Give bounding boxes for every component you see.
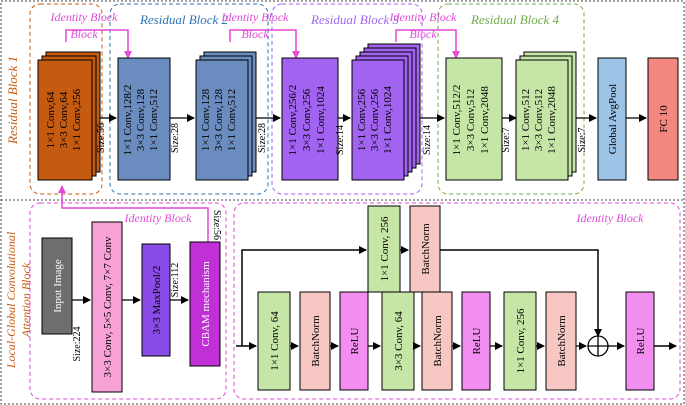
relu-out-box <box>625 291 655 391</box>
conv3-label: 1×1 Conv, 256 <box>515 308 527 374</box>
identity-arrow-lgca <box>58 185 209 242</box>
arrow-shortcut-add <box>440 249 602 337</box>
rb4b-stack: 1×1 Conv,512 3×3 Conv,512 1×1 Conv,2048 <box>515 51 577 181</box>
rb2b-layer-2: 3×3 Conv,128 <box>213 88 225 151</box>
relu-out-label: ReLU <box>635 328 647 355</box>
size-7b: Size:7 <box>577 128 588 153</box>
rb3b-layer-1: 1×1 Conv,256 <box>356 88 368 151</box>
identity-detail-group <box>233 202 681 400</box>
rb1-layer-3: 1×1 Conv,256 <box>71 88 83 151</box>
bn3-label: BatchNorm <box>556 315 568 367</box>
size-56: Size:56 <box>96 123 107 153</box>
size-14b: Size:14 <box>422 125 433 155</box>
input-image-label: Input Image <box>52 259 64 313</box>
conv1-label: 1×1 Conv, 64 <box>269 311 281 371</box>
size-56b: Size:56 <box>211 210 222 240</box>
rb4a-layer-2: 3×3 Conv,512 <box>465 89 477 151</box>
rb2-title: Residual Block 2 <box>139 12 229 27</box>
relu1-box <box>339 291 369 391</box>
identity-arrow-1 <box>65 29 132 59</box>
identity-label-2: Identity Block <box>221 10 290 24</box>
rb3a-layer-1: 1×1 Conv,256/2 <box>287 85 299 156</box>
conv1-box <box>257 291 291 391</box>
cbam-label: CBAM mechanism <box>200 261 212 347</box>
rb3b-layer-3: 1×1 Conv,1024 <box>382 86 394 154</box>
rb1-stack: 1×1 Conv,64 3×3 Conv,64 1×1 Conv,256 <box>37 51 101 181</box>
rb4b-layer-2: 3×3 Conv,512 <box>533 89 545 151</box>
rb3b-layer-2: 3×3 Conv,256 <box>369 88 381 151</box>
global-avgpool-label: Global AvgPool <box>607 84 619 154</box>
rb3a-layer-3: 1×1 Conv,1024 <box>315 86 327 154</box>
rb4b-layer-1: 1×1 Conv,512 <box>520 89 532 151</box>
identity-label-1: Identity Block <box>50 10 119 24</box>
add-node <box>587 335 609 357</box>
arrow-shortcut <box>241 246 367 346</box>
identity-arrow-3 <box>395 29 460 59</box>
identity-label-1b: Block <box>70 27 98 41</box>
identity-label-3b: Block <box>409 27 437 41</box>
rb3b-stack: 1×1 Conv,256 3×3 Conv,256 1×1 Conv,1024 <box>351 43 421 181</box>
rb4-title: Residual Block 4 <box>470 12 560 27</box>
shortcut-conv-label: 1×1 Conv, 256 <box>379 216 391 282</box>
identity-arrow-2 <box>229 29 300 59</box>
size-28b: Size:28 <box>257 123 268 153</box>
region-label-lgca-1: Local-Global Convolutional <box>4 231 18 369</box>
multiconv-box <box>91 221 123 393</box>
shortcut-conv-box <box>367 205 401 293</box>
shortcut-bn-box <box>409 205 441 293</box>
bn3-box <box>545 291 577 391</box>
shortcut-bn-label: BatchNorm <box>420 223 432 275</box>
relu2-label: ReLU <box>471 328 483 355</box>
size-7a: Size:7 <box>501 128 512 153</box>
rb2b-layer-1: 1×1 Conv,128 <box>200 88 212 151</box>
relu2-box <box>461 291 491 391</box>
bn2-box <box>421 291 453 391</box>
identity-label-right: Identity Block <box>576 211 645 225</box>
global-avgpool-box <box>597 57 627 181</box>
input-image-box <box>41 237 73 335</box>
rb1-layer-2: 3×3 Conv,64 <box>58 91 70 148</box>
rb4a-layer-3: 1×1 Conv,2048 <box>479 86 491 154</box>
size-28a: Size:28 <box>170 123 181 153</box>
maxpool-label: 3×3 MaxPool/2 <box>151 266 163 335</box>
rb2a-layer-1: 1×1 Conv,128/2 <box>122 85 134 156</box>
rb4a-layer-1: 1×1 Conv,512/2 <box>451 85 463 156</box>
size-14a: Size:14 <box>335 125 346 155</box>
bn1-label: BatchNorm <box>310 315 322 367</box>
rb3a-layer-2: 3×3 Conv,256 <box>301 88 313 151</box>
rb3-title: Residual Block 3 <box>310 12 400 27</box>
size-224: Size:224 <box>72 327 83 362</box>
rb2a-layer-3: 1×1 Conv,512 <box>148 89 160 151</box>
identity-label-2b: Block <box>241 27 269 41</box>
bn2-label: BatchNorm <box>432 315 444 367</box>
size-112: Size:112 <box>170 263 181 298</box>
rb4a-block: 1×1 Conv,512/2 3×3 Conv,512 1×1 Conv,204… <box>445 57 503 181</box>
identity-label-3: Identity Block <box>389 10 458 24</box>
rb3-group <box>271 3 423 195</box>
fc-label: FC 10 <box>658 105 670 133</box>
rb1-layer-1: 1×1 Conv,64 <box>45 91 57 148</box>
relu1-label: ReLU <box>349 328 361 355</box>
conv2-label: 3×3 Conv, 64 <box>393 311 405 371</box>
conv2-box <box>381 291 415 391</box>
rb2b-layer-3: 1×1 Conv,512 <box>226 89 238 151</box>
multiconv-label: 3×3 Conv, 5×5 Conv, 7×7 Conv <box>102 236 114 377</box>
rb3a-block: 1×1 Conv,256/2 3×3 Conv,256 1×1 Conv,102… <box>281 57 339 181</box>
rb2a-layer-2: 3×3 Conv,128 <box>135 88 147 151</box>
fc-box <box>647 57 679 181</box>
rb2-group <box>109 3 269 195</box>
rb2b-stack: 1×1 Conv,128 3×3 Conv,128 1×1 Conv,512 <box>195 51 257 181</box>
region-label-lgca-2: Attention Block <box>19 262 33 338</box>
rb2a-block: 1×1 Conv,128/2 3×3 Conv,128 1×1 Conv,512 <box>117 57 171 181</box>
rb4b-layer-3: 1×1 Conv,2048 <box>546 86 558 154</box>
lgca-group <box>29 202 227 400</box>
conv3-box <box>503 291 537 391</box>
bn1-box <box>299 291 331 391</box>
rb4-group <box>437 3 585 195</box>
cbam-box <box>189 241 221 367</box>
region-label-residual: Residual Block 1 <box>5 56 20 145</box>
identity-label-bottom: Identity Block <box>124 211 193 225</box>
